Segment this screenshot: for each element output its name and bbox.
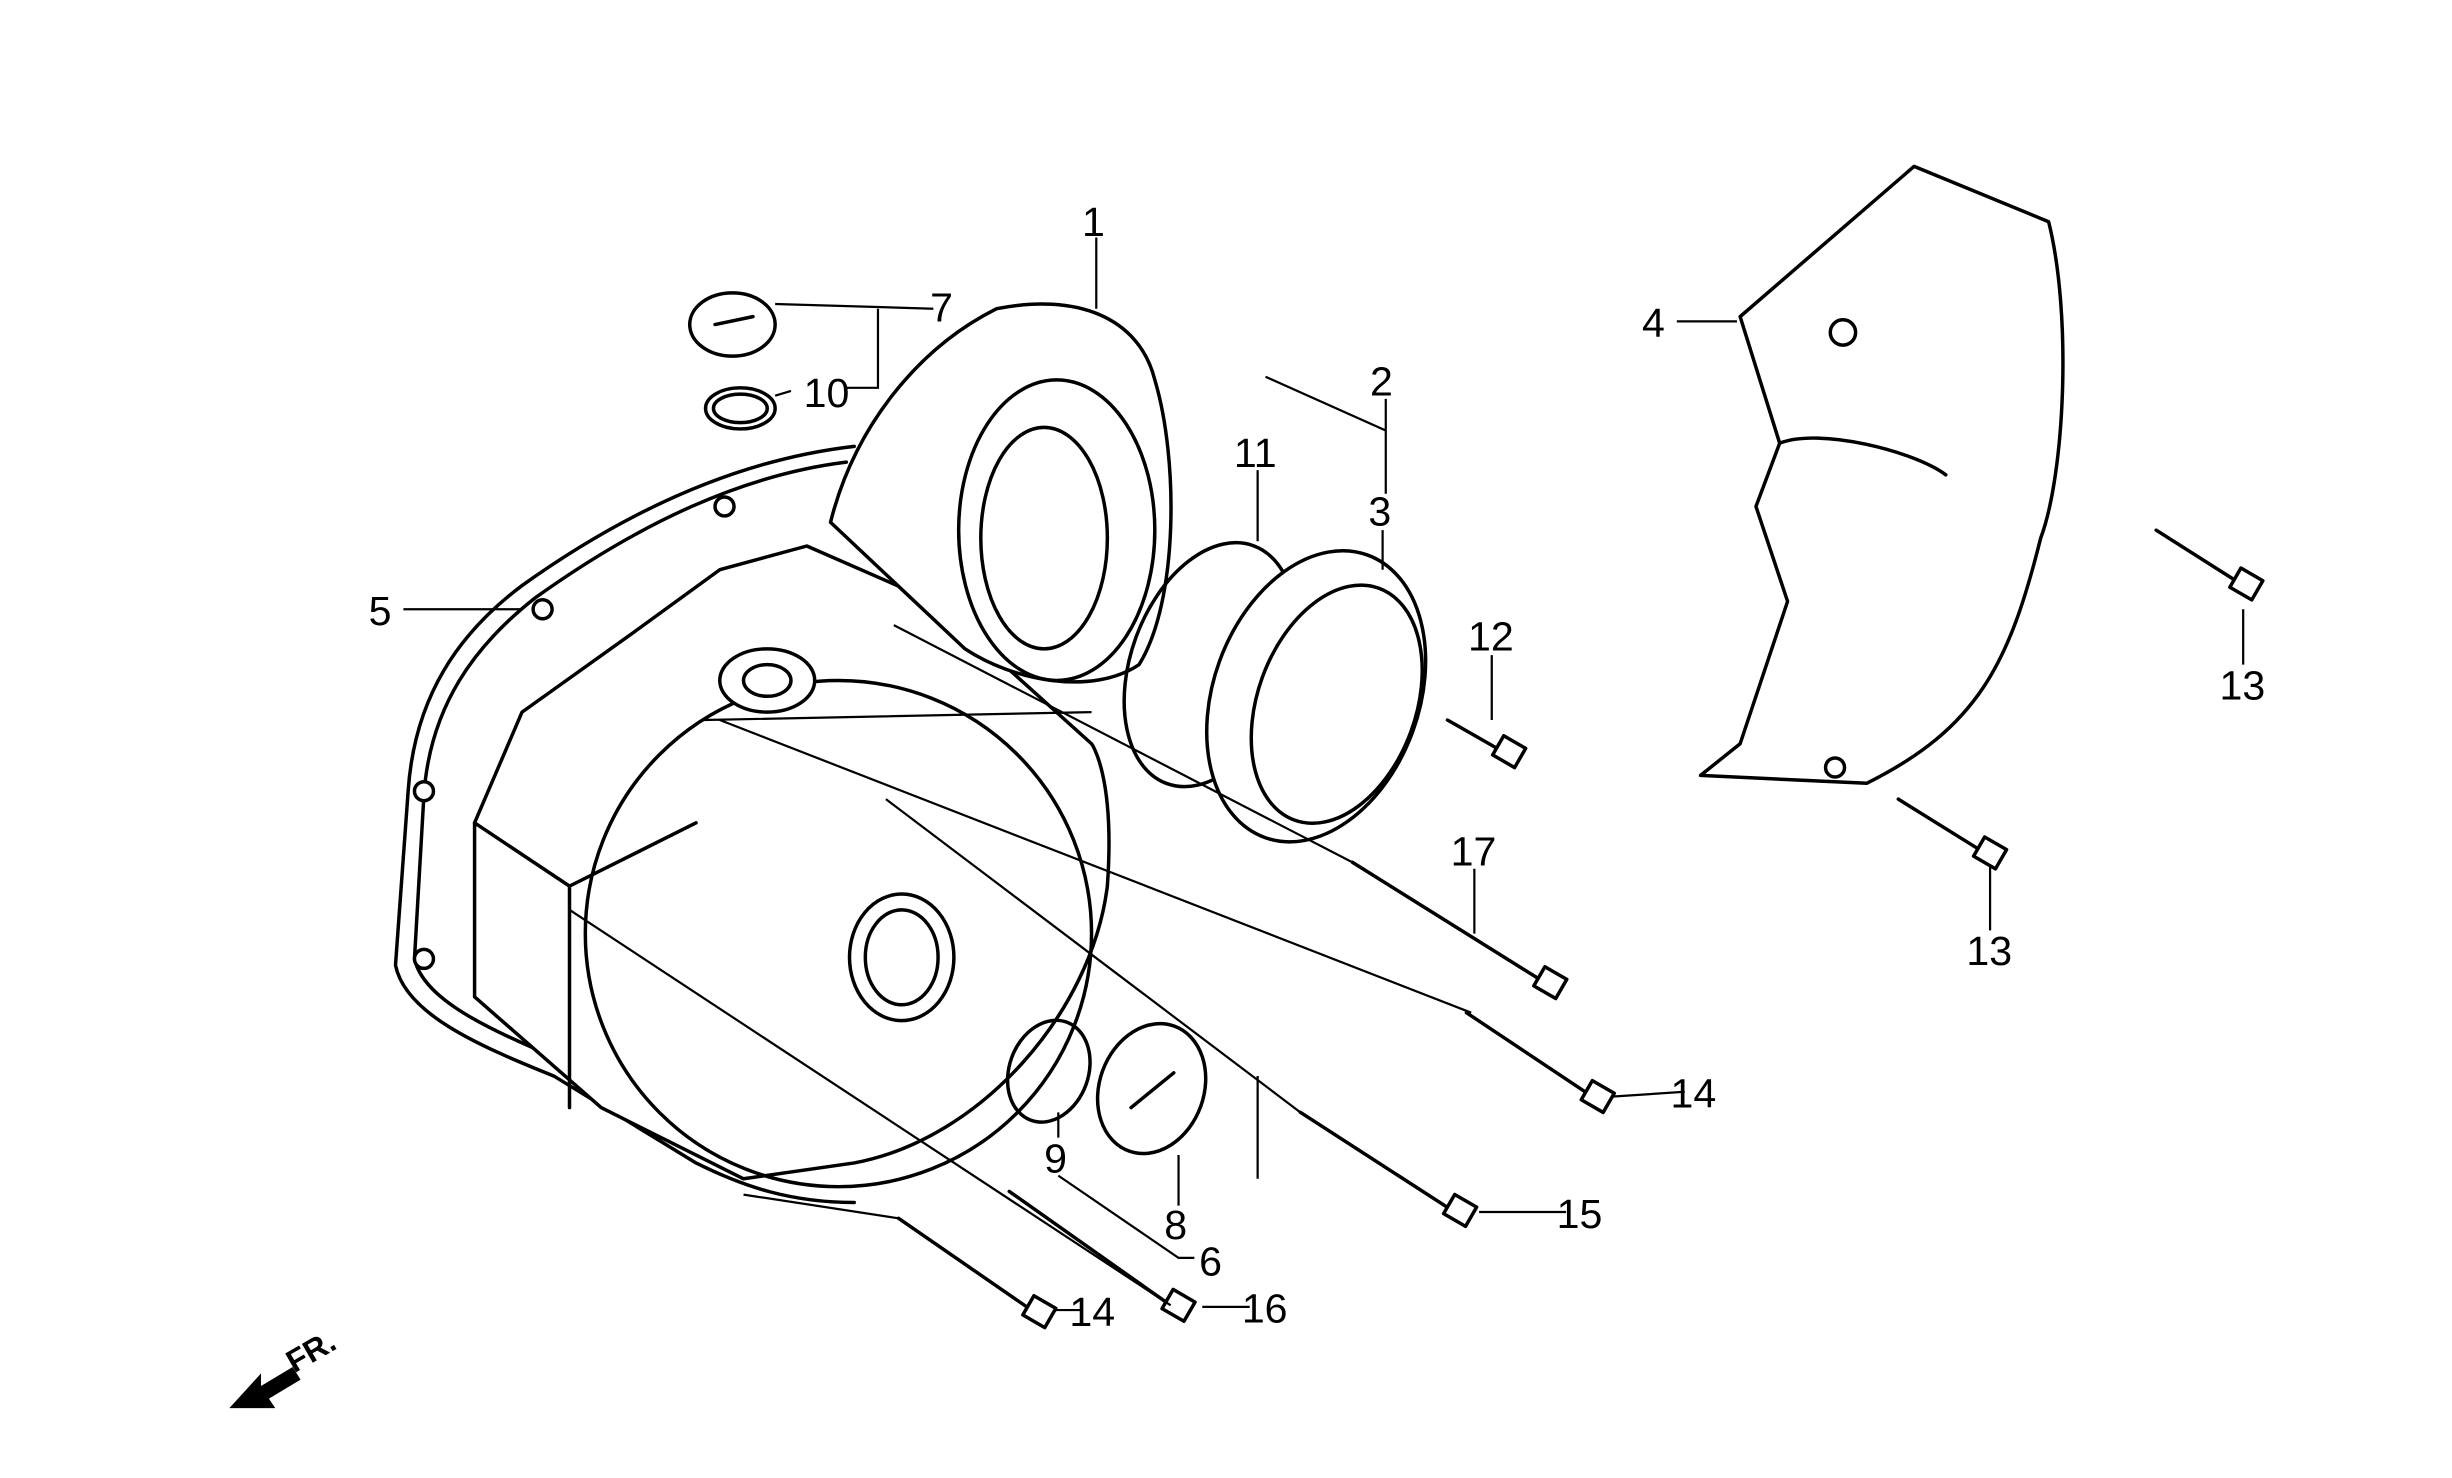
o-ring-10 (703, 386, 777, 431)
o-ring-9 (1005, 1018, 1092, 1124)
bolt-12 (1445, 718, 1528, 770)
bolt-15 (1298, 1110, 1479, 1229)
bolt-14-left (896, 1216, 1058, 1330)
callout-7: 7 (930, 284, 953, 330)
oil-filler-cap (687, 291, 777, 358)
callout-14-left: 14 (1069, 1289, 1115, 1335)
callout-15: 15 (1557, 1191, 1603, 1237)
callout-3: 3 (1368, 488, 1391, 534)
callout-17: 17 (1451, 829, 1497, 875)
bolt-13-lower (1896, 797, 2009, 871)
callout-12: 12 (1468, 613, 1514, 659)
callout-2: 2 (1370, 359, 1393, 405)
callout-4: 4 (1642, 300, 1665, 346)
sprocket-cover (1698, 164, 2065, 786)
gasket (393, 444, 856, 1205)
bolt-13-upper (2154, 528, 2265, 602)
callout-5: 5 (369, 588, 392, 634)
callout-11: 11 (1234, 430, 1277, 476)
callout-9: 9 (1044, 1135, 1067, 1181)
bolt-17 (1350, 860, 1569, 1001)
crankcase-cover (472, 544, 1111, 1181)
callout-10: 10 (804, 370, 850, 416)
callout-8: 8 (1164, 1202, 1187, 1248)
callout-13-lower: 13 (1966, 928, 2012, 974)
bolt-14-right (1464, 1010, 1616, 1115)
callout-1: 1 (1082, 199, 1105, 245)
callout-13-upper: 13 (2219, 662, 2265, 708)
callout-14-right: 14 (1671, 1071, 1717, 1117)
callout-6: 6 (1199, 1238, 1222, 1284)
clutch-cover-housing (828, 302, 1173, 684)
front-direction-arrow (229, 1367, 301, 1409)
callout-16: 16 (1242, 1286, 1288, 1332)
